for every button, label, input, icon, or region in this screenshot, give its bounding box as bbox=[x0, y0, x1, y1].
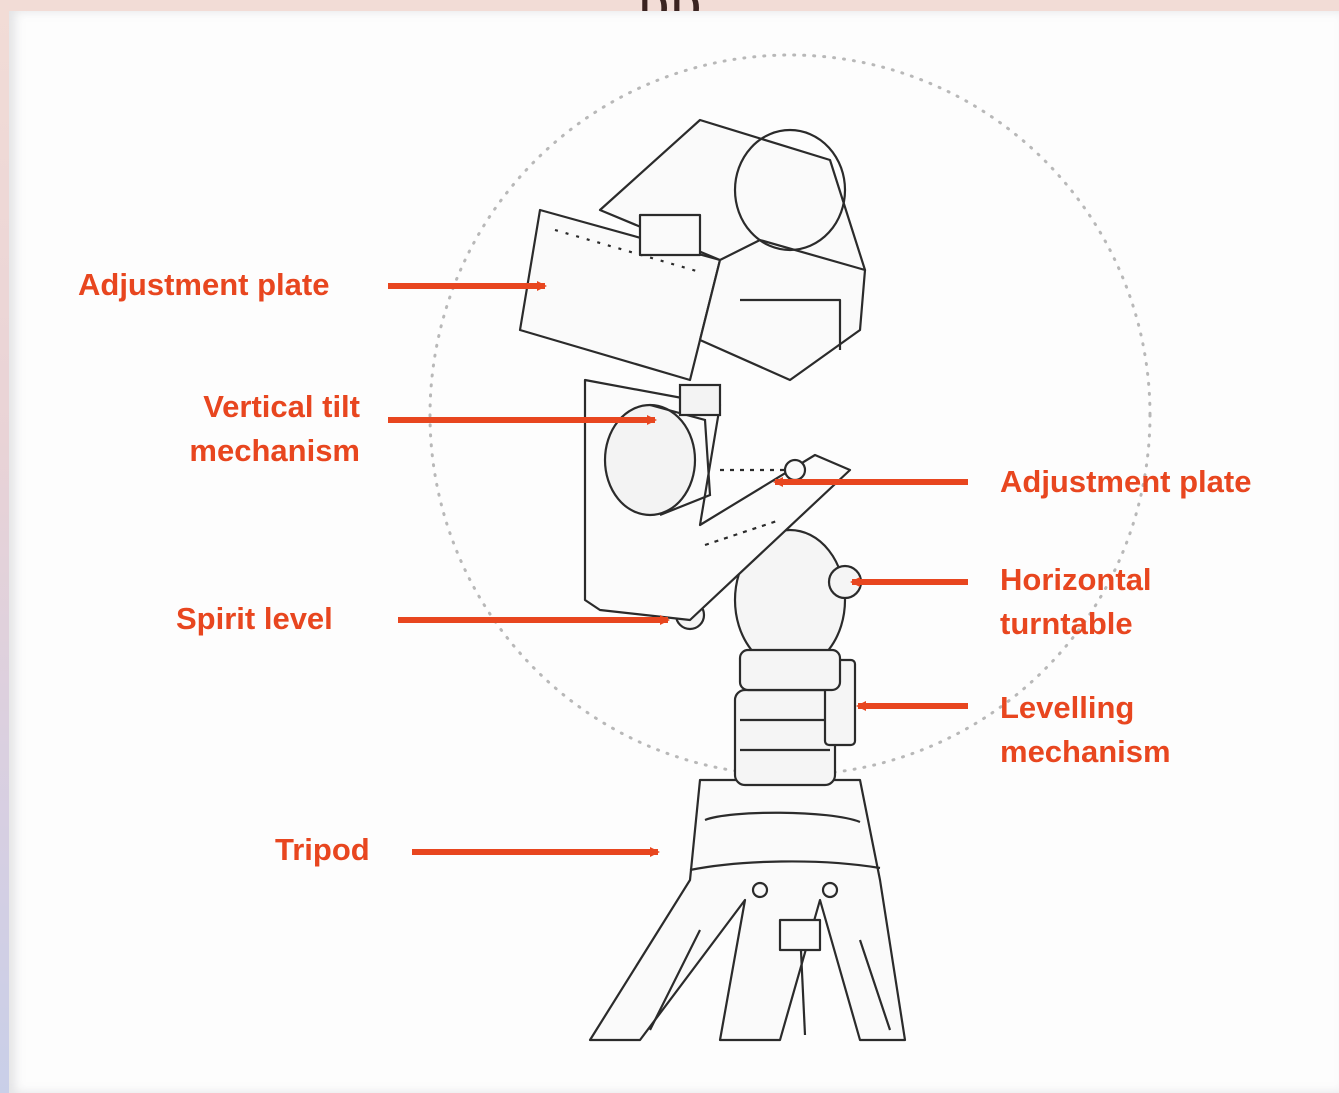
label-levelling-line1: Levelling bbox=[1000, 686, 1171, 730]
label-adjustment-plate-left: Adjustment plate bbox=[78, 263, 329, 307]
label-vertical-tilt-line1: Vertical tilt bbox=[160, 385, 360, 429]
tripod-sketch-icon bbox=[590, 780, 905, 1040]
label-spirit-level: Spirit level bbox=[176, 597, 333, 641]
label-levelling-mechanism: Levelling mechanism bbox=[1000, 686, 1171, 774]
label-levelling-line2: mechanism bbox=[1000, 730, 1171, 774]
label-horizontal-turntable-line1: Horizontal bbox=[1000, 558, 1152, 602]
label-vertical-tilt-line2: mechanism bbox=[160, 429, 360, 473]
camera-sketch-icon bbox=[520, 120, 865, 380]
label-tripod: Tripod bbox=[275, 828, 370, 872]
label-vertical-tilt: Vertical tilt mechanism bbox=[160, 385, 360, 473]
label-adjustment-plate-right: Adjustment plate bbox=[1000, 460, 1251, 504]
label-horizontal-turntable: Horizontal turntable bbox=[1000, 558, 1152, 646]
label-horizontal-turntable-line2: turntable bbox=[1000, 602, 1152, 646]
